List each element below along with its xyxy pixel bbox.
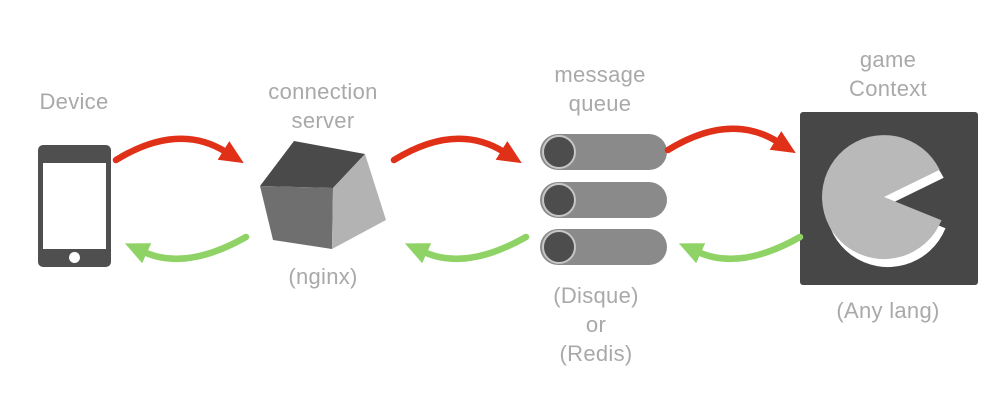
arrow-game-to-queue [678, 233, 804, 264]
arrow-server-to-device [124, 233, 250, 264]
arrow-queue-to-game [664, 125, 796, 154]
connection-server-label-line1: connection [268, 79, 378, 104]
device-label: Device [39, 89, 109, 114]
queue-pipe-icon [540, 229, 667, 265]
queue-caption-line2: or [585, 312, 607, 337]
arrow-device-to-server [112, 135, 244, 164]
server-cube-icon [260, 141, 386, 249]
game-context-label-line1: game [859, 47, 917, 72]
smartphone-icon [38, 145, 111, 267]
nginx-caption: (nginx) [288, 264, 358, 289]
pipe-end-cap [542, 183, 576, 217]
message-queue-label-line2: queue [568, 91, 632, 116]
pacman-icon [822, 135, 946, 268]
queue-caption-line3: (Redis) [559, 341, 633, 366]
any-lang-caption: (Any lang) [836, 298, 940, 323]
queue-caption-line1: (Disque) [553, 283, 639, 308]
queue-pipe-icon [540, 182, 667, 218]
queue-pipe-icon [540, 134, 667, 170]
message-queue-label: message queue [520, 60, 680, 118]
connection-server-label-line2: server [291, 108, 355, 133]
message-queue-label-line1: message [554, 62, 646, 87]
connection-server-label: connection server [243, 77, 403, 135]
game-context-label-line2: Context [849, 76, 927, 101]
phone-screen [43, 163, 106, 249]
arrow-queue-to-server [404, 233, 530, 264]
game-context-icon [800, 112, 978, 285]
pipe-end-cap [542, 230, 576, 264]
pipe-end-cap [542, 135, 576, 169]
game-context-label: game Context [808, 45, 968, 103]
phone-home-button [69, 252, 80, 263]
arrow-server-to-queue [390, 135, 522, 164]
queue-caption: (Disque) or (Redis) [516, 281, 676, 368]
